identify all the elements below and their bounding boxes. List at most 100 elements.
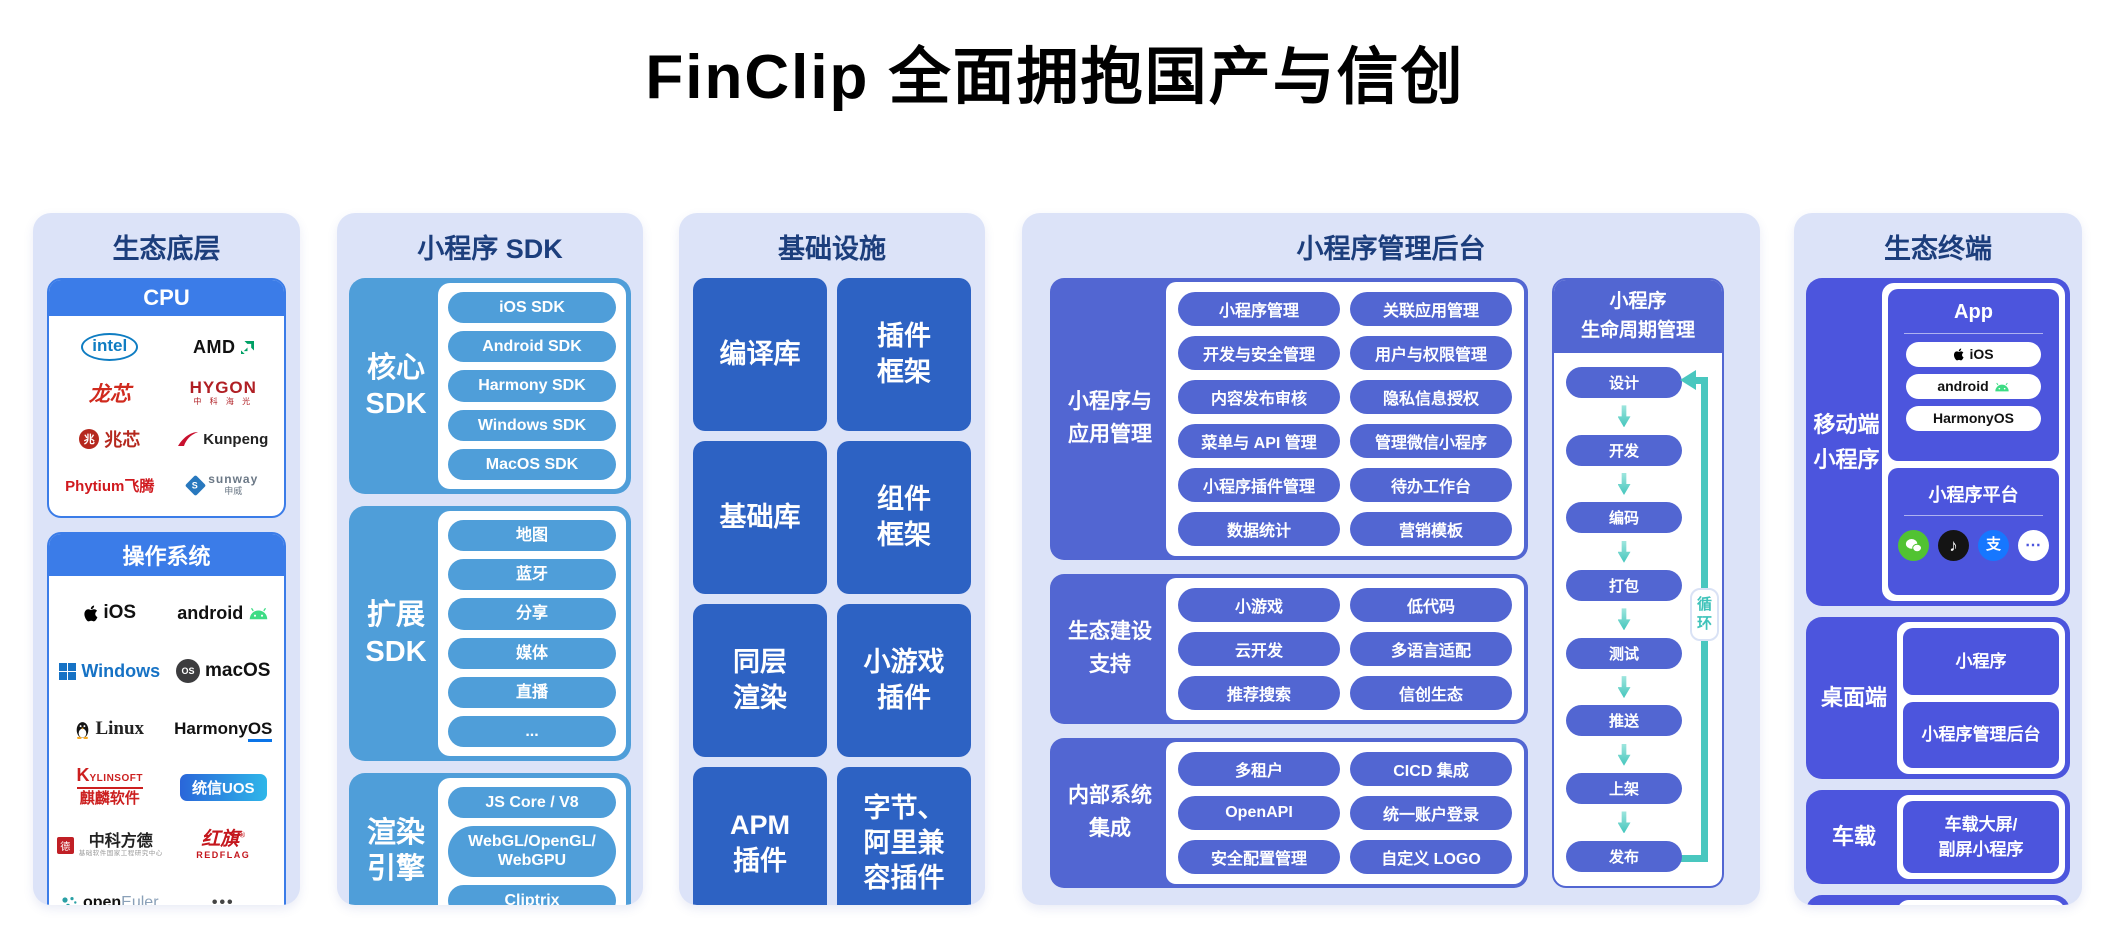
admin-pill: 低代码 — [1350, 588, 1512, 622]
sdk-pill: 媒体 — [448, 637, 616, 669]
lifecycle-step: 打包 — [1566, 570, 1682, 602]
down-arrow-icon — [1617, 811, 1631, 834]
cpu-logo-grid: intel AMD 龙芯 HYGON 中 科 海 光 — [49, 316, 284, 516]
terminal-box: 小程序管理后台 — [1903, 701, 2059, 768]
terminal-box: 车载大屏/ 副屏小程序 — [1903, 801, 2059, 873]
admin-pill: 关联应用管理 — [1350, 292, 1512, 326]
iot-label: IoT — [1811, 900, 1897, 905]
admin-group-label: 内部系统 集成 — [1068, 784, 1152, 840]
sdk-pill: 地图 — [448, 519, 616, 552]
cpu-card: CPU intel AMD 龙芯 HYGON 中 — [47, 278, 286, 518]
sunway-diamond-icon: S — [185, 474, 207, 496]
admin-pill: 数据统计 — [1178, 512, 1340, 546]
terminal-group-car: 车载 车载大屏/ 副屏小程序 — [1806, 790, 2070, 884]
tiktok-icon: ♪ — [1938, 530, 1969, 562]
down-arrow-icon — [1617, 743, 1631, 766]
lifecycle-step: 开发 — [1566, 434, 1682, 466]
infra-cell: APM 插件 — [693, 767, 827, 905]
amd-logo: AMD — [167, 324, 281, 370]
admin-pill: 小程序插件管理 — [1178, 468, 1340, 502]
down-arrow-icon — [1617, 676, 1631, 699]
admin-body: 小程序与 应用管理 小程序管理关联应用管理开发与安全管理用户与权限管理内容发布审… — [1036, 278, 1746, 888]
sdk-pill: iOS SDK — [448, 292, 616, 324]
android-logo: android — [167, 584, 281, 642]
os-card: 操作系统 iOS android Windows OS — [47, 532, 286, 905]
redflag-logo: 红旗® REDFLAG — [196, 828, 251, 860]
apple-icon — [1954, 348, 1965, 361]
admin-group-label: 生态建设 支持 — [1068, 620, 1152, 676]
desktop-label: 桌面端 — [1820, 685, 1887, 711]
kunpeng-logo: Kunpeng — [167, 416, 281, 462]
uos-logo: 统信UOS — [167, 758, 281, 816]
admin-group-panel: 小程序管理关联应用管理开发与安全管理用户与权限管理内容发布审核隐私信息授权菜单与… — [1166, 282, 1524, 556]
sdk-pill: ... — [448, 715, 616, 748]
admin-pill: 多语言适配 — [1350, 632, 1512, 666]
admin-groups: 小程序与 应用管理 小程序管理关联应用管理开发与安全管理用户与权限管理内容发布审… — [1050, 278, 1528, 888]
admin-pill: CICD 集成 — [1350, 752, 1512, 786]
os-card-header: 操作系统 — [49, 534, 284, 576]
admin-pill: OpenAPI — [1178, 796, 1340, 830]
column-admin: 小程序管理后台 小程序与 应用管理 小程序管理关联应用管理开发与安全管理用户与权… — [1022, 213, 1760, 905]
platform-box-title: 小程序平台 — [1928, 485, 2019, 506]
loop-arrowhead-icon — [1680, 370, 1696, 390]
apple-icon — [84, 604, 98, 621]
windows-icon — [59, 662, 77, 680]
admin-pill: 管理微信小程序 — [1350, 424, 1512, 458]
windows-logo: Windows — [53, 642, 167, 700]
admin-pill: 安全配置管理 — [1178, 840, 1340, 874]
sdk-group-extend: 扩展 SDK 地图蓝牙分享媒体直播... — [349, 505, 631, 762]
admin-pill: 开发与安全管理 — [1178, 336, 1340, 370]
openeuler-logo: openEuler — [53, 874, 167, 905]
sdk-pill: Cliptrix — [448, 884, 616, 905]
android-robot-icon — [1995, 382, 2009, 391]
admin-pill: 用户与权限管理 — [1350, 336, 1512, 370]
sdk-extend-label: 扩展 SDK — [365, 599, 427, 668]
ios-logo: iOS — [53, 584, 167, 642]
app-box: App iOS android HarmonyOS — [1888, 289, 2059, 462]
terminal-group-mobile: 移动端 小程序 App iOS android — [1806, 278, 2070, 606]
sdk-title: 小程序 SDK — [417, 234, 563, 264]
loongson-logo: 龙芯 — [88, 383, 131, 406]
admin-title: 小程序管理后台 — [1296, 234, 1486, 264]
column-terminals: 生态终端 移动端 小程序 App iOS android — [1794, 213, 2082, 905]
down-arrow-icon — [1617, 405, 1631, 428]
admin-pill: 自定义 LOGO — [1350, 840, 1512, 874]
app-pill-android: android — [1906, 374, 2041, 399]
android-robot-icon — [250, 607, 268, 619]
phytium-logo: Phytium飞腾 — [65, 477, 155, 495]
sdk-pill: Windows SDK — [448, 409, 616, 441]
lifecycle-flow: 循 环 设计 开发 编码 打包 — [1554, 353, 1722, 886]
penguin-icon — [77, 721, 89, 739]
sdk-pill: Harmony SDK — [448, 370, 616, 402]
column-eco-base: 生态底层 CPU intel AMD 龙芯 — [33, 213, 300, 905]
loop-badge: 循 环 — [1689, 587, 1719, 641]
lifecycle-panel: 小程序 生命周期管理 循 环 设计 开发 — [1552, 278, 1724, 888]
down-arrow-icon — [1617, 540, 1631, 563]
admin-pill: 多租户 — [1178, 752, 1340, 786]
sdk-pill: MacOS SDK — [448, 448, 616, 480]
admin-group-app-mgmt: 小程序与 应用管理 小程序管理关联应用管理开发与安全管理用户与权限管理内容发布审… — [1050, 278, 1528, 560]
terminal-box: 小程序 — [1903, 628, 2059, 695]
intel-logo: intel — [53, 324, 167, 370]
lifecycle-step: 设计 — [1566, 367, 1682, 398]
infra-title: 基础设施 — [778, 234, 886, 264]
page-title: FinClip 全面拥抱国产与信创 — [645, 43, 1465, 112]
sdk-core-label: 核心 SDK — [365, 351, 427, 420]
linux-logo: Linux — [53, 700, 167, 758]
admin-pill: 推荐搜索 — [1178, 676, 1340, 710]
more-os-logo: ••• — [211, 894, 235, 905]
admin-pill: 内容发布审核 — [1178, 380, 1340, 414]
terminal-group-desktop: 桌面端 小程序小程序管理后台 — [1806, 617, 2070, 779]
app-pill-harmonyos: HarmonyOS — [1906, 406, 2041, 431]
cpu-card-header: CPU — [49, 280, 284, 316]
sdk-pill: 直播 — [448, 676, 616, 708]
admin-pill: 隐私信息授权 — [1350, 380, 1512, 414]
sdk-render-label: 渲染 引擎 — [366, 817, 425, 886]
